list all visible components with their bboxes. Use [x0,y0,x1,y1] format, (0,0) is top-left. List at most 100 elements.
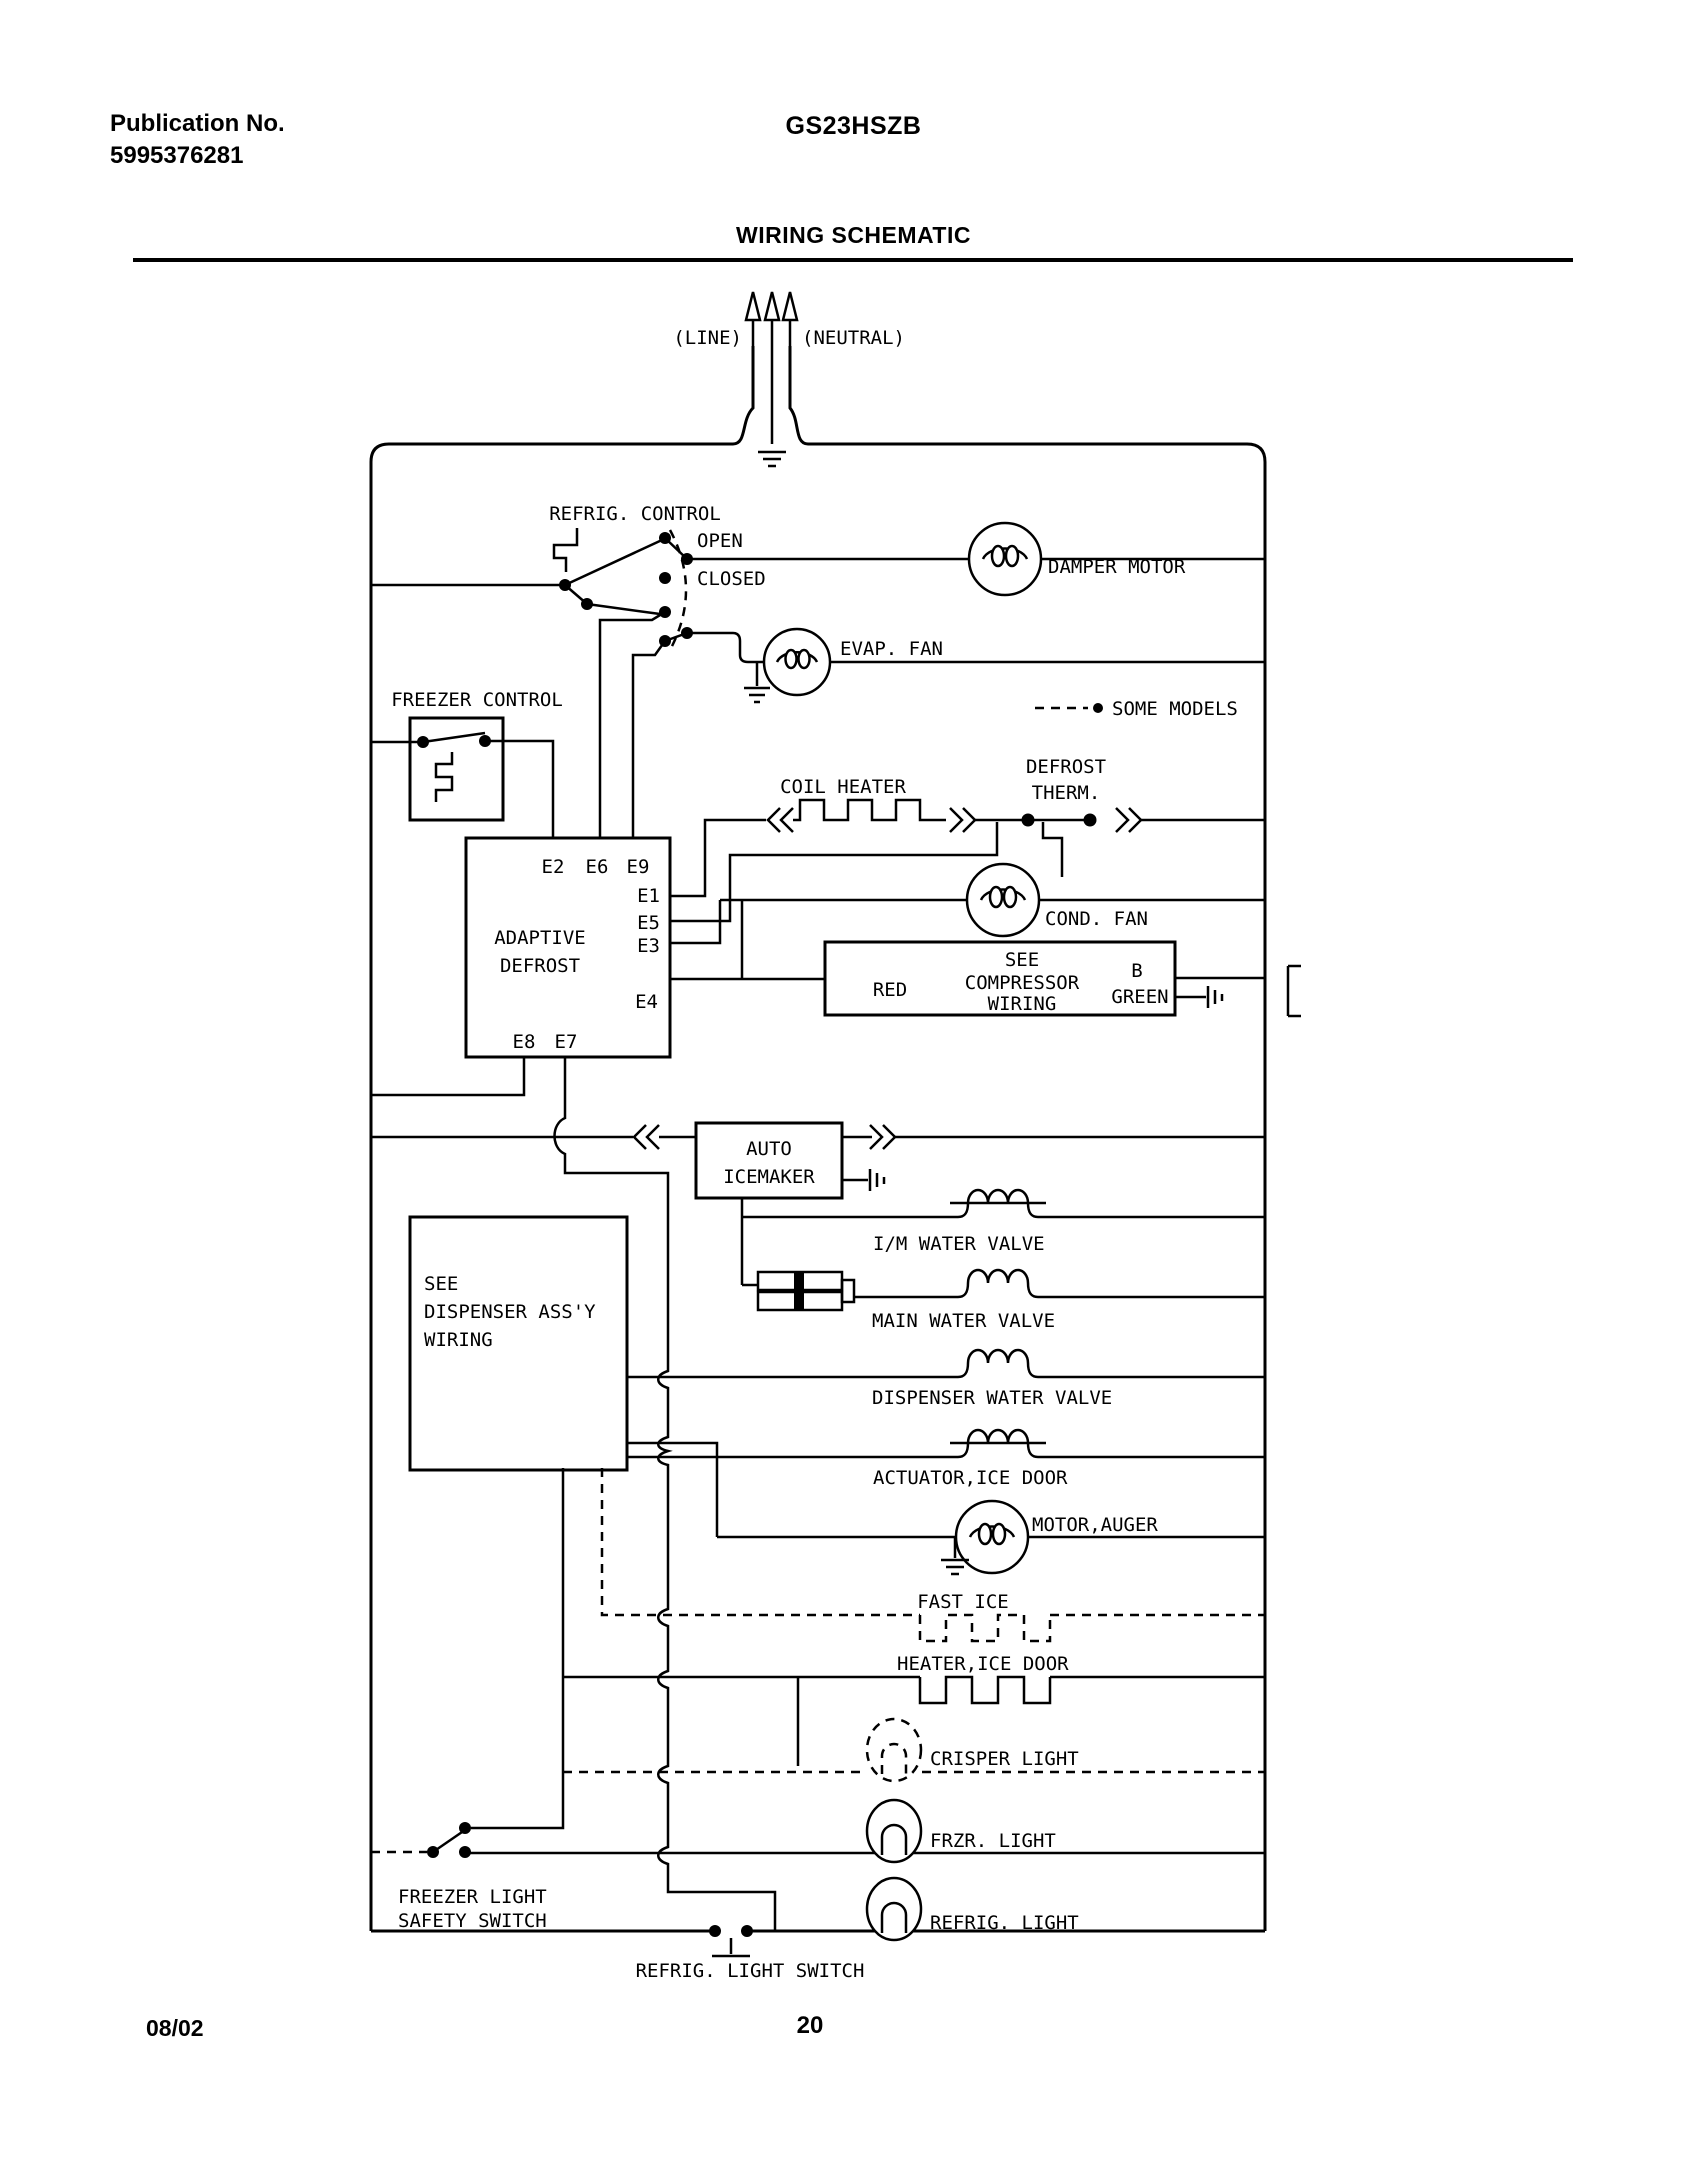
refrig-control: REFRIG. CONTROL OPEN CLOSED [371,503,766,838]
refrig-light-switch: REFRIG. LIGHT SWITCH [636,1925,864,1982]
closed-label: CLOSED [697,568,766,590]
auto-icemaker: AUTO ICEMAKER [371,1121,1265,1285]
publication-label: Publication No. [110,110,285,137]
therm-sensor-icon [1041,822,1064,877]
compressor-label-1: SEE [1005,949,1039,971]
dispenser-box-label-1: SEE [424,1273,458,1295]
refrig-lamp-icon [865,1876,923,1942]
page-title: WIRING SCHEMATIC [735,222,971,248]
main-circuit-frame [369,346,1267,1933]
ground-icon [941,1537,969,1576]
b-wire-label: B [1131,960,1142,982]
footer-date: 08/02 [146,2015,204,2041]
neutral-label: (NEUTRAL) [802,327,905,349]
valve-coil-icon [957,1268,1265,1299]
adaptive-defrost-label-1: ADAPTIVE [494,927,586,949]
inline-connector [742,1270,958,1312]
connector-chevron-right-icon [1115,807,1143,833]
adaptive-defrost-board: E2 E6 E9 E1 E5 E3 E4 E8 E7 ADAPTIVE DEFR… [464,836,672,1059]
ground-icon [1206,986,1224,1008]
safety-switch-feed-wire [471,1468,565,1830]
valve-coil-icon [957,1348,1265,1379]
ground-icon [744,662,770,704]
defrost-therm-label-1: DEFROST [1026,756,1106,778]
green-wire-label: GREEN [1111,986,1168,1008]
line-label: (LINE) [673,327,742,349]
terminal-e5: E5 [637,912,660,934]
model-number: GS23HSZB [785,112,922,140]
connector-chevron-right-icon [949,807,977,833]
terminal-e8: E8 [513,1031,536,1053]
line-arrow-icon [744,291,762,322]
frzr-light-label: FRZR. LIGHT [930,1830,1056,1852]
actuator-ice-door: ACTUATOR,ICE DOOR [627,1428,1265,1489]
freezer-safety-label-2: SAFETY SWITCH [398,1910,547,1932]
some-models-label: SOME MODELS [1112,698,1238,720]
frzr-lamp-icon [865,1798,923,1864]
crisper-light-label: CRISPER LIGHT [930,1748,1079,1770]
terminal-e6: E6 [586,856,609,878]
heater-ice-door: HEATER,ICE DOOR [563,1653,1265,1705]
fast-ice-heater: FAST ICE [600,1468,1265,1643]
e7-dispenser-wire [553,1057,777,1931]
frzr-light: FRZR. LIGHT [465,1798,1265,1864]
header-rule [133,258,1573,262]
dispenser-assy-box: SEE DISPENSER ASS'Y WIRING [408,1215,629,1472]
connector-chevron-left-icon [632,1124,660,1150]
red-wire-label: RED [873,979,907,1001]
motor-auger-label: MOTOR,AUGER [1032,1514,1158,1536]
terminal-e3: E3 [637,935,660,957]
evap-fan-label: EVAP. FAN [840,638,943,660]
damper-motor: DAMPER MOTOR [687,521,1265,597]
terminal-e4: E4 [635,991,658,1013]
ground-icon [758,450,786,468]
refrig-light: REFRIG. LIGHT [865,1876,1079,1942]
cond-fan: COND. FAN [670,862,1265,979]
terminal-e1: E1 [637,885,660,907]
footer-page-number: 20 [796,2012,824,2039]
freezer-control-label: FREEZER CONTROL [391,689,563,711]
fast-ice-label: FAST ICE [917,1591,1009,1613]
im-water-valve-label: I/M WATER VALVE [873,1233,1045,1255]
dispenser-box-label-3: WIRING [424,1329,493,1351]
crisper-lamp-icon [865,1717,923,1783]
defrost-heater-circuit: COIL HEATER DEFROST THERM. [670,756,1265,923]
terminal-e7: E7 [555,1031,578,1053]
terminal-e2: E2 [542,856,565,878]
compressor-label-2: COMPRESSOR [965,972,1080,994]
thermostat-sensor-icon [552,528,579,572]
evap-fan: EVAP. FAN [687,627,1265,704]
open-label: OPEN [697,530,743,552]
publication-number: 5995376281 [110,142,244,169]
connector-chevron-right-icon [869,1124,897,1150]
dispenser-water-valve-label: DISPENSER WATER VALVE [872,1387,1112,1409]
heater-icon [918,1613,1052,1643]
ground-icon [868,1169,886,1191]
thermostat-icon [434,752,454,802]
icemaker-label-2: ICEMAKER [723,1166,815,1188]
damper-motor-label: DAMPER MOTOR [1048,556,1186,578]
refrig-light-label: REFRIG. LIGHT [930,1912,1079,1934]
freezer-safety-label-1: FREEZER LIGHT [398,1886,547,1908]
freezer-light-safety-switch: FREEZER LIGHT SAFETY SWITCH [371,1822,547,1932]
defrost-therm-label-2: THERM. [1032,782,1101,804]
cond-fan-label: COND. FAN [1045,908,1148,930]
off-page-bracket [1286,964,1301,1018]
actuator-ice-door-label: ACTUATOR,ICE DOOR [873,1467,1068,1489]
connector-chevron-left-icon [766,807,794,833]
compressor-label-3: WIRING [988,993,1057,1015]
pushbutton-icon [712,1938,750,1958]
adaptive-defrost-label-2: DEFROST [500,955,580,977]
neutral-arrow-icon [781,291,799,322]
terminal-e9: E9 [627,856,650,878]
refrig-control-label: REFRIG. CONTROL [549,503,721,525]
coil-heater-label: COIL HEATER [780,776,906,798]
crisper-light: CRISPER LIGHT [563,1677,1265,1783]
main-water-valve-label: MAIN WATER VALVE [872,1310,1055,1332]
heater-icon [918,1675,1052,1705]
heater-ice-door-label: HEATER,ICE DOOR [897,1653,1069,1675]
e8-wire [371,1057,526,1097]
icemaker-label-1: AUTO [746,1138,792,1160]
